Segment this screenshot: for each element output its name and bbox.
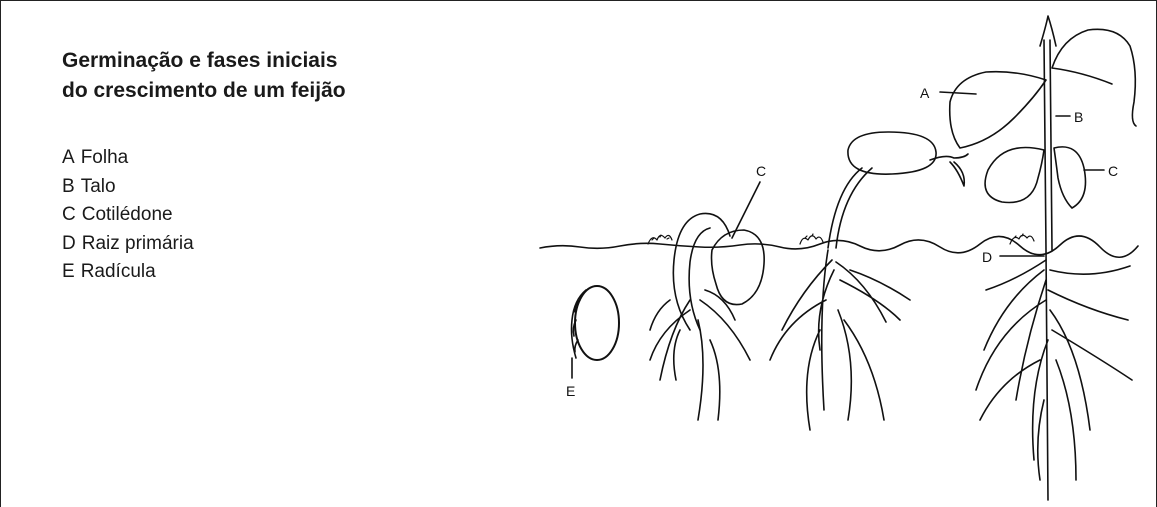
label-d: D xyxy=(982,249,992,265)
legend-label: Radícula xyxy=(80,261,156,282)
leaf-right xyxy=(1051,28,1137,127)
stage-2-emerging-seedling xyxy=(649,181,765,421)
label-c-line-1 xyxy=(731,181,761,239)
cotyledon-pair xyxy=(847,131,937,175)
hypocotyl xyxy=(827,167,873,249)
label-a: A xyxy=(920,85,930,101)
label-c-stage-2: C xyxy=(756,163,766,179)
roots-stage-4 xyxy=(975,259,1133,481)
roots-stage-2 xyxy=(649,289,751,421)
legend-label: Folha xyxy=(80,147,129,168)
legend-letter: C xyxy=(62,204,76,225)
cotyledon-left xyxy=(984,146,1045,204)
figure-title: Germinação e fases iniciais do crescimen… xyxy=(62,46,346,106)
legend-label: Cotilédone xyxy=(81,204,173,225)
roots-stage-3 xyxy=(769,249,911,431)
apical-bud xyxy=(1039,15,1057,47)
label-e: E xyxy=(566,383,575,399)
stage-4-young-plant xyxy=(939,15,1137,501)
cotyledon-right xyxy=(1053,146,1087,209)
legend-letter: B xyxy=(62,175,75,197)
soil-clumps xyxy=(647,233,1035,245)
small-leaf xyxy=(929,153,969,187)
label-b: B xyxy=(1074,109,1083,125)
stage-3-seedling xyxy=(769,131,969,431)
legend-letter: E xyxy=(62,261,75,282)
stage-1-seed xyxy=(570,285,620,379)
legend-label: Raiz primária xyxy=(81,232,194,254)
label-c-stage-4: C xyxy=(1108,163,1118,179)
cotyledon xyxy=(710,229,765,306)
legend-label: Talo xyxy=(80,175,116,197)
legend-letter: D xyxy=(62,232,76,254)
stem xyxy=(1043,39,1053,501)
label-a-line xyxy=(939,91,977,95)
legend-letter: A xyxy=(62,147,75,168)
radicle xyxy=(570,289,587,359)
seed xyxy=(574,285,620,361)
leaf-left xyxy=(948,70,1047,149)
hypocotyl-hook xyxy=(672,212,731,331)
soil-line xyxy=(539,235,1139,259)
title-line-1: Germinação e fases iniciais xyxy=(62,49,338,72)
title-line-2: do crescimento de um feijão xyxy=(62,79,346,102)
